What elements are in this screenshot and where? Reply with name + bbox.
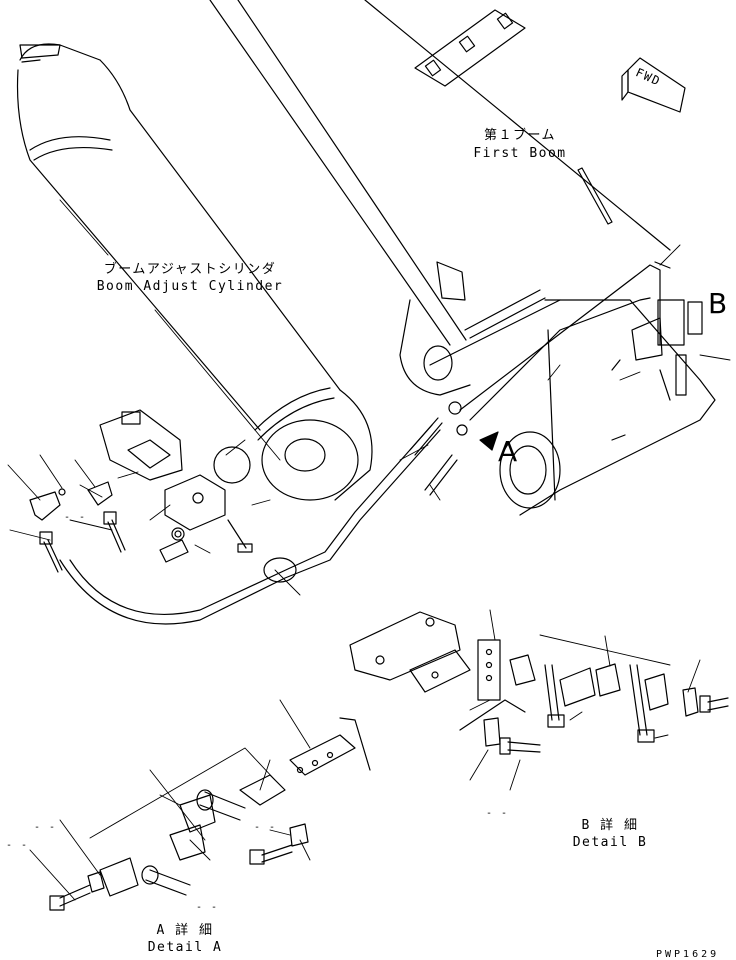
callout-b: B — [708, 287, 728, 320]
first-boom-label-en: First Boom — [473, 146, 567, 161]
fitting-block-b — [631, 299, 703, 401]
hydraulic-hose — [59, 261, 671, 625]
valve-assembly — [29, 409, 253, 573]
boom-adjust-cylinder-label-en: Boom Adjust Cylinder — [96, 279, 284, 294]
blank-ref-3: - - — [6, 840, 29, 851]
boom-adjust-cylinder — [16, 43, 373, 501]
boom-small-bracket — [436, 261, 466, 301]
boom-side-bracket — [577, 167, 613, 225]
boom-clamp-plate-top — [414, 9, 526, 87]
detail-b-parts — [349, 611, 729, 755]
blank-ref-5: - - — [196, 902, 219, 913]
drawing-code: PWP1629 — [656, 949, 720, 960]
boom-foot-bolts — [409, 401, 468, 496]
callout-arrow-a-icon — [479, 431, 499, 451]
leader-lines-b — [469, 609, 701, 791]
detail-a-parts — [49, 717, 371, 911]
detail-a-label-jp: A 詳 細 — [156, 923, 214, 938]
callout-a: A — [498, 435, 518, 468]
first-boom — [209, 0, 671, 396]
blank-ref-4: - - — [254, 822, 277, 833]
detail-a-label-en: Detail A — [147, 940, 223, 955]
first-boom-label-jp: 第１ブーム — [483, 128, 557, 143]
blank-ref-6: - - — [64, 512, 87, 523]
boom-bracket-b — [499, 299, 716, 516]
blank-ref-2: - - — [34, 822, 57, 833]
leader-lines-a — [29, 699, 311, 901]
blank-ref-1: - - — [486, 808, 509, 819]
boom-adjust-cylinder-label-jp: ブームアジャストシリンダ — [103, 262, 277, 277]
detail-b-label-jp: B 詳 細 — [581, 818, 639, 833]
fwd-arrow-icon — [621, 57, 686, 113]
detail-b-label-en: Detail B — [572, 835, 648, 850]
leader-lines-left — [7, 199, 731, 596]
